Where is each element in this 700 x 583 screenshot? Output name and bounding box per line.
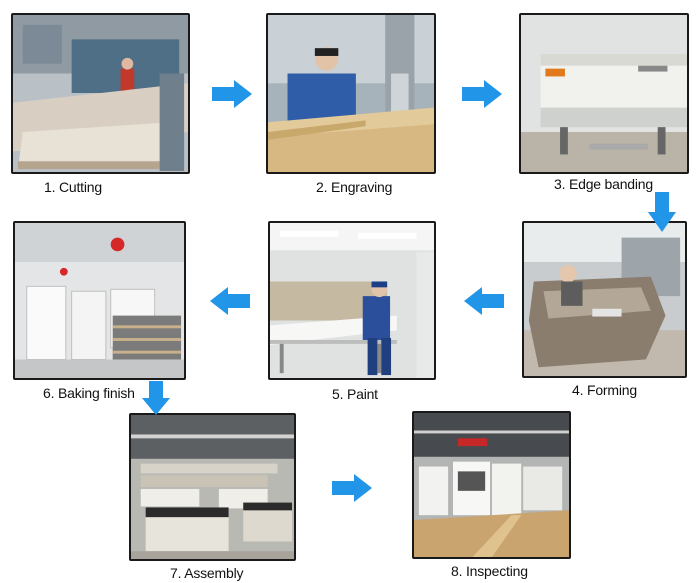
step-5-photo [268,221,436,380]
arrow-right-icon [332,474,372,502]
step-5-label: 5. Paint [332,386,378,402]
step-3-label: 3. Edge banding [554,176,653,192]
step-2-label: 2. Engraving [316,179,393,195]
step-1-photo [11,13,190,174]
arrow-left-icon [210,287,250,315]
arrow-down-icon [142,381,170,415]
arrow-left-icon [464,287,504,315]
step-6-photo [13,221,186,380]
step-2-photo [266,13,436,174]
step-6-label: 6. Baking finish [43,385,135,401]
arrow-right-icon [462,80,502,108]
step-3-photo [519,13,689,174]
step-8-photo [412,411,571,559]
step-1-label: 1. Cutting [44,179,102,195]
step-4-photo [522,221,687,378]
step-4-label: 4. Forming [572,382,637,398]
step-7-label: 7. Assembly [170,565,244,581]
arrow-down-icon [648,192,676,232]
step-8-label: 8. Inspecting [451,563,528,579]
step-7-photo [129,413,296,561]
arrow-right-icon [212,80,252,108]
